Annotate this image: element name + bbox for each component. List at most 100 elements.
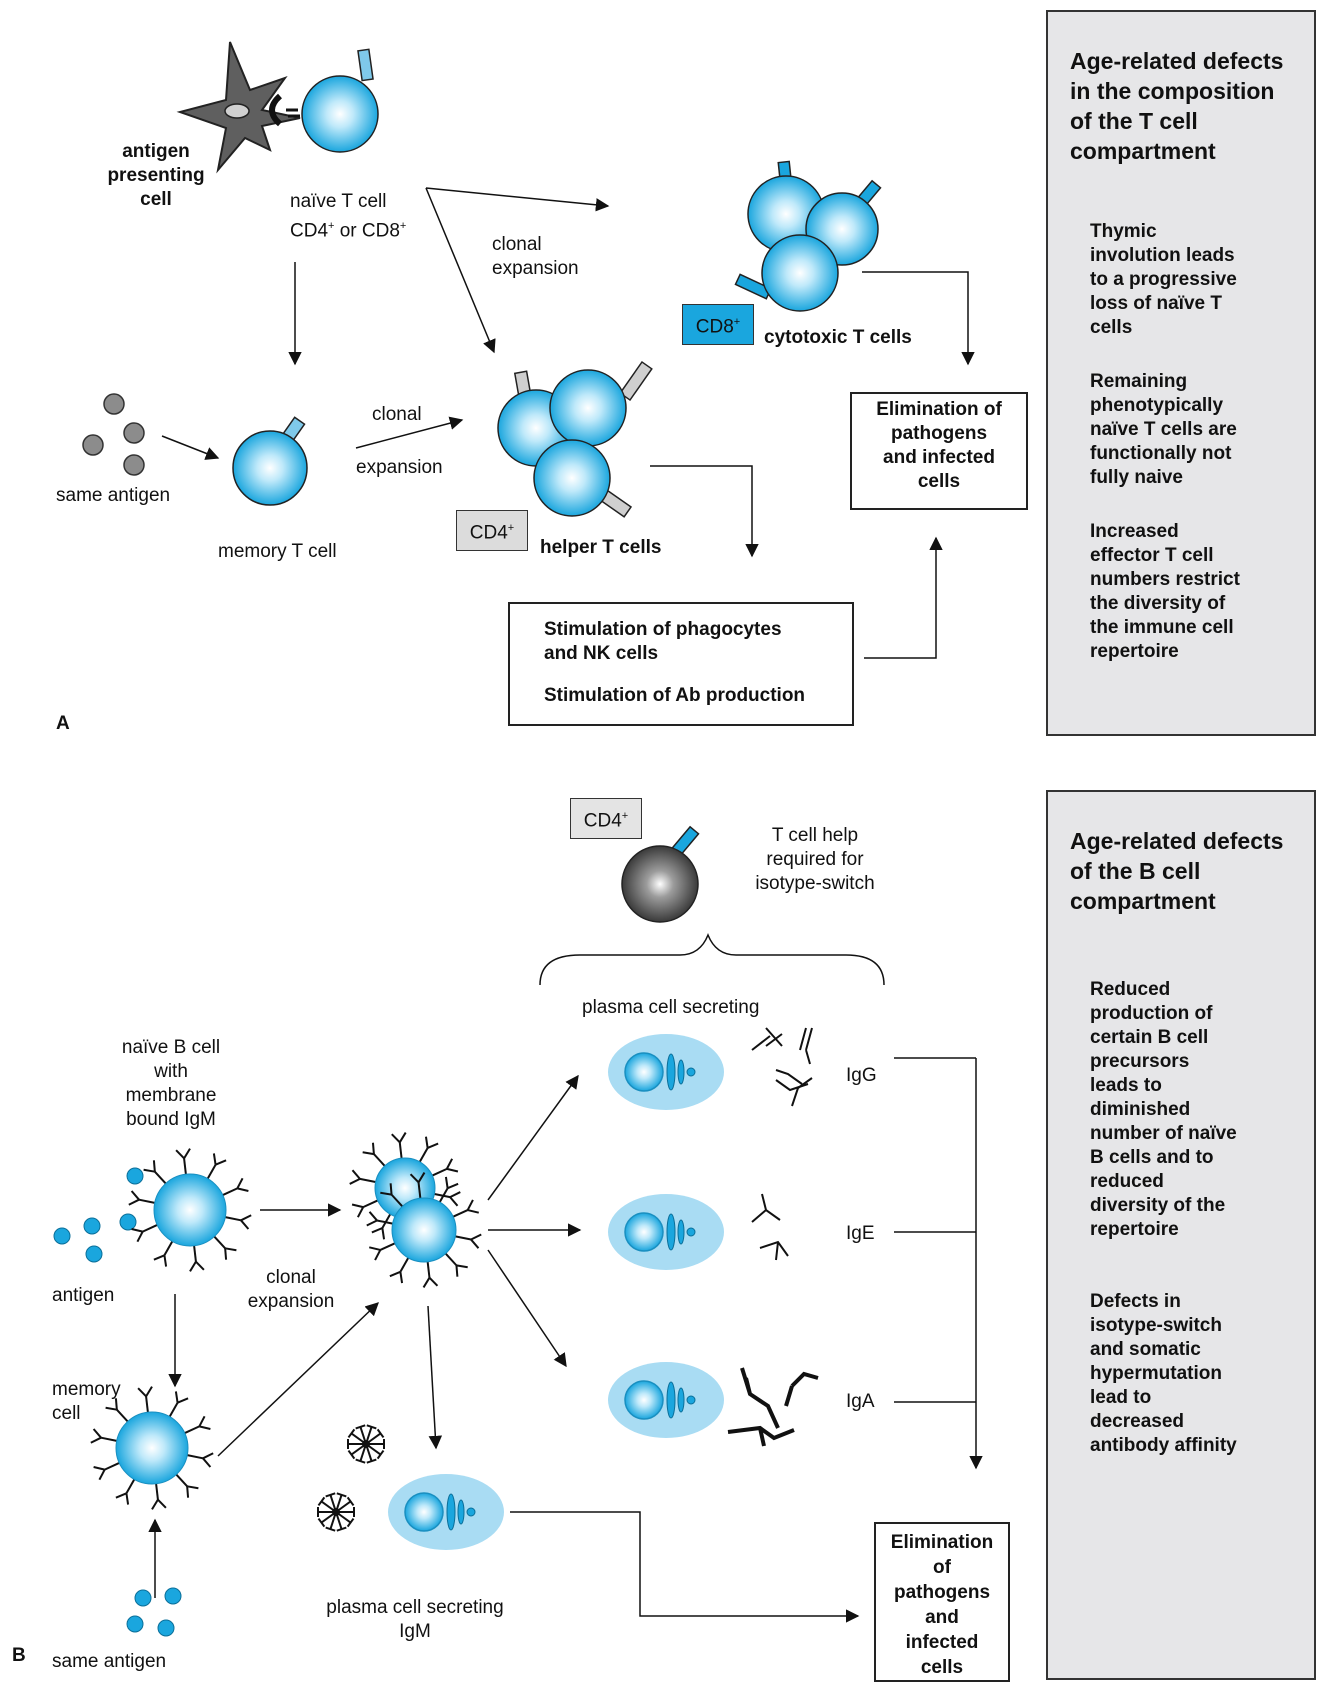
side-panel-t-item-2: Remaining phenotypically naïve T cells a… bbox=[1090, 371, 1237, 488]
bcr-receptor bbox=[154, 1171, 167, 1185]
bcr-arm bbox=[145, 1386, 153, 1397]
bcr-receptor bbox=[398, 1142, 403, 1159]
arrow-memory-b-to-clones bbox=[217, 1302, 379, 1457]
naive-t-cell bbox=[286, 48, 379, 153]
plasma-cytoplasm bbox=[388, 1474, 504, 1550]
bcr-receptor bbox=[359, 1177, 376, 1184]
arrow-antigen-to-memory bbox=[161, 435, 220, 460]
igm-tip bbox=[325, 1526, 336, 1532]
vesicle bbox=[686, 1227, 696, 1237]
bcr-arm bbox=[447, 1182, 459, 1190]
er-band bbox=[666, 1053, 676, 1091]
bcr-arm bbox=[202, 1457, 212, 1468]
bcr-receptor bbox=[222, 1187, 238, 1196]
igg-label: IgG bbox=[846, 1065, 877, 1086]
bcr-arm bbox=[374, 1249, 382, 1261]
bcr-receptor bbox=[455, 1235, 472, 1241]
igm-tip bbox=[376, 1449, 385, 1460]
memory-b-cell bbox=[90, 1386, 214, 1510]
bcr-arm bbox=[237, 1187, 249, 1193]
side-panel-b-item-1: Reduced production of certain B cell pre… bbox=[1090, 979, 1237, 1240]
bcr-receptor bbox=[417, 1182, 422, 1199]
cd8-tag: CD8+ bbox=[682, 304, 754, 346]
cd4-helper-cell bbox=[621, 825, 700, 923]
bcr-arm bbox=[381, 1227, 386, 1240]
bcr-receptor bbox=[431, 1167, 448, 1177]
er-band bbox=[677, 1219, 685, 1245]
bcr-arm bbox=[417, 1172, 426, 1183]
plasma-cell-iga bbox=[608, 1362, 724, 1438]
igm-tip bbox=[317, 1517, 326, 1528]
bcr-arm bbox=[371, 1227, 383, 1234]
er-band bbox=[666, 1381, 676, 1419]
bcr-arm bbox=[389, 1183, 393, 1195]
cytotoxic-t-cells bbox=[734, 160, 882, 312]
vesicle bbox=[466, 1507, 476, 1517]
brace bbox=[539, 932, 885, 986]
arrow-clones-to-igm bbox=[427, 1305, 443, 1450]
b-cell-body bbox=[391, 1197, 457, 1263]
cd4-tag-b-sup: + bbox=[621, 810, 629, 822]
bcr-receptor bbox=[116, 1409, 129, 1423]
igm-tip bbox=[355, 1458, 366, 1464]
bcr-receptor bbox=[183, 1158, 187, 1175]
igm-tip bbox=[336, 1526, 347, 1532]
igm-tip bbox=[366, 1424, 377, 1430]
bcr-arm bbox=[236, 1177, 244, 1189]
plasma-cell-igm bbox=[388, 1474, 504, 1550]
bcr-arm bbox=[351, 1203, 364, 1209]
same-antigen-a: same antigen bbox=[56, 485, 171, 506]
plasma-cell-igg bbox=[608, 1034, 724, 1110]
antigen-particles-a bbox=[82, 393, 145, 476]
bcr-receptor bbox=[175, 1473, 188, 1487]
igm-tip bbox=[355, 1424, 366, 1430]
bcr-arm bbox=[215, 1159, 227, 1166]
bcr-receptor bbox=[145, 1396, 149, 1413]
antigen-particles-b bbox=[53, 1167, 144, 1263]
elimination-text-a: Elimination of pathogens and infected ce… bbox=[876, 399, 1002, 492]
clonal-expansion-top: clonal expansion bbox=[492, 234, 579, 279]
cd4-tag-a-text: CD4 bbox=[469, 522, 508, 544]
bcr-receptor bbox=[373, 1153, 386, 1167]
bcr-arm bbox=[152, 1160, 156, 1172]
bcr-receptor bbox=[452, 1209, 469, 1218]
clonal-mid: clonal bbox=[372, 404, 422, 425]
bcr-arm bbox=[445, 1158, 454, 1170]
bcr-arm bbox=[151, 1499, 159, 1510]
igm-tip bbox=[317, 1496, 326, 1507]
bcr-arm bbox=[125, 1493, 130, 1505]
bcr-receptor bbox=[426, 1261, 431, 1278]
plasma-igm-label: plasma cell secreting IgM bbox=[326, 1597, 504, 1642]
bcr-arm bbox=[183, 1148, 191, 1159]
bcr-arm bbox=[224, 1248, 228, 1260]
apc-label: antigen presenting cell bbox=[107, 141, 205, 210]
bcr-arm bbox=[446, 1167, 459, 1173]
bcr-receptor bbox=[163, 1240, 174, 1256]
bcr-receptor bbox=[390, 1193, 404, 1208]
bcr-arm bbox=[177, 1397, 189, 1404]
bcr-arm bbox=[349, 1177, 361, 1185]
igm-tip bbox=[346, 1496, 355, 1507]
bcr-arm bbox=[389, 1270, 401, 1278]
helper-label: helper T cells bbox=[540, 537, 662, 558]
bcr-arm bbox=[186, 1485, 199, 1490]
bcr-arm bbox=[351, 1169, 361, 1180]
bcr-arm bbox=[105, 1406, 118, 1411]
er-band bbox=[666, 1213, 676, 1251]
arrow-igm-to-elimination bbox=[510, 1511, 860, 1623]
bcr-arm bbox=[444, 1176, 449, 1189]
same-antigen-b: same antigen bbox=[52, 1651, 167, 1672]
naive-t-line1: naïve T cell bbox=[290, 191, 387, 212]
bcr-arm bbox=[174, 1391, 179, 1403]
bcr-arm bbox=[366, 1219, 378, 1227]
elimination-box-a: Elimination of pathogens and infected ce… bbox=[850, 392, 1028, 510]
er-band bbox=[457, 1499, 465, 1525]
er-band bbox=[677, 1059, 685, 1085]
bcr-arm bbox=[114, 1398, 118, 1410]
bcr-arm bbox=[90, 1436, 102, 1444]
bcr-arm bbox=[98, 1469, 106, 1481]
bcr-receptor bbox=[155, 1483, 159, 1500]
bcr-arm bbox=[362, 1151, 375, 1156]
bcr-arm bbox=[456, 1264, 468, 1269]
cd8-sup: + bbox=[399, 220, 407, 232]
